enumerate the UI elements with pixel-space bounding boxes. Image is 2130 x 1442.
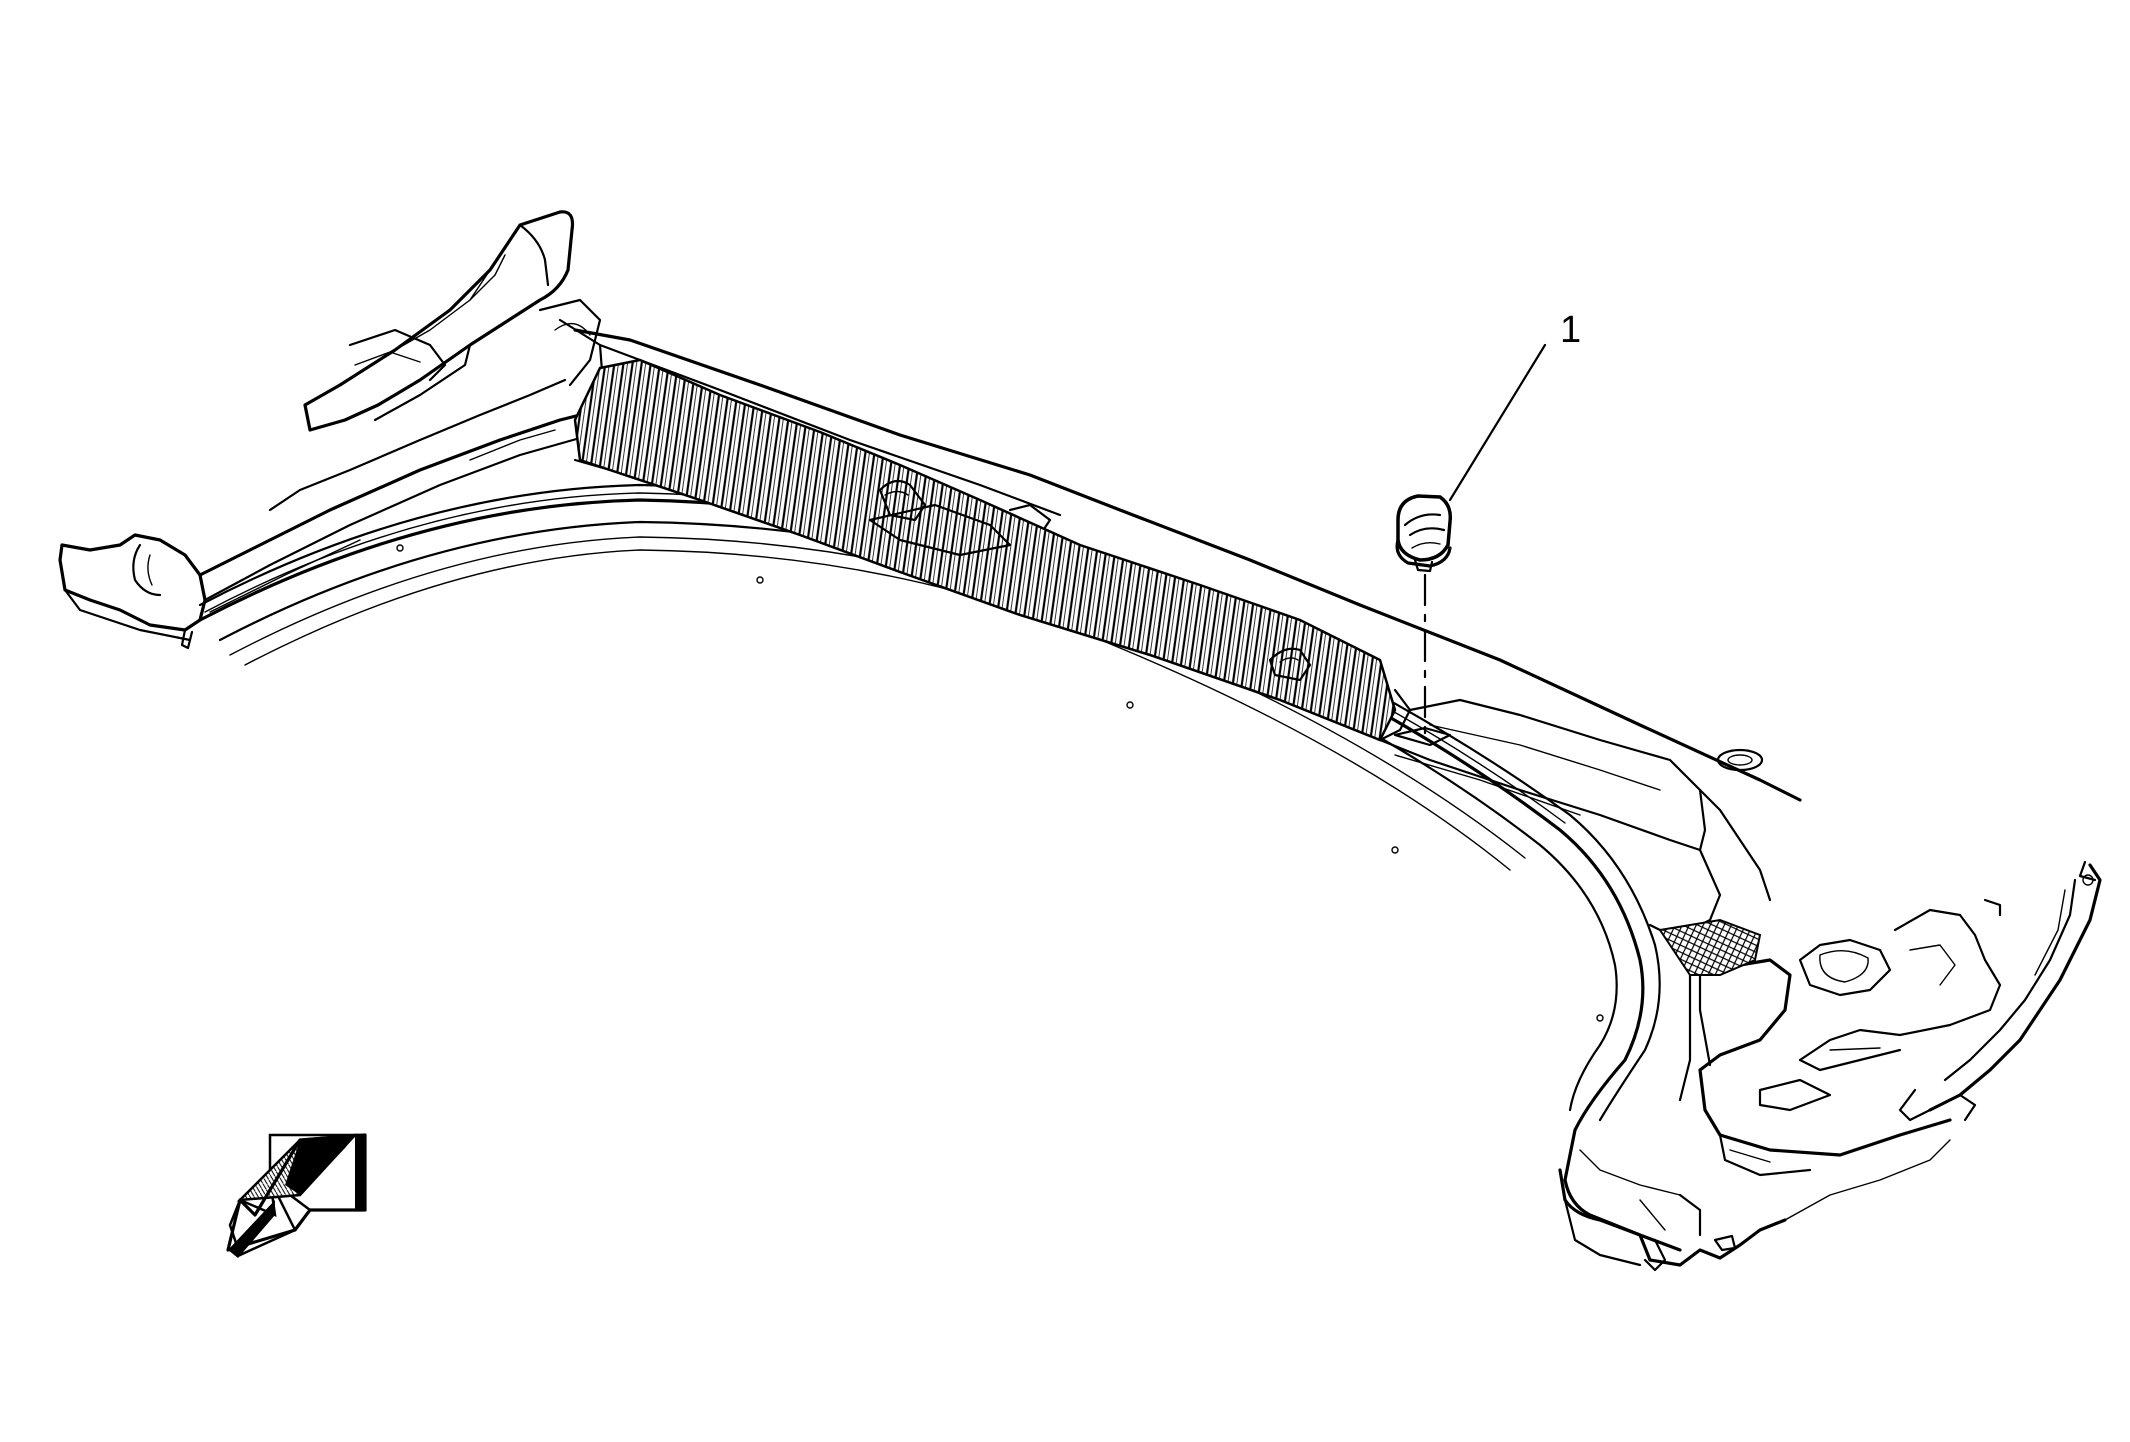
cowl-panel bbox=[58, 210, 2102, 1272]
left-corner-bracket bbox=[303, 210, 575, 432]
windshield-edge bbox=[198, 483, 1682, 1252]
install-line bbox=[1393, 573, 1452, 747]
left-end-tab bbox=[58, 533, 207, 650]
right-hole bbox=[1716, 748, 1764, 772]
front-direction-arrow-icon bbox=[226, 1133, 367, 1258]
right-lower-corner bbox=[1558, 1133, 1951, 1272]
cowl-grille bbox=[573, 358, 1397, 742]
left-rim bbox=[198, 298, 607, 613]
callout-1: 1 bbox=[1448, 309, 1581, 502]
right-side-flap bbox=[1898, 860, 2102, 1122]
cowl-body bbox=[1378, 688, 1772, 932]
callout-label: 1 bbox=[1560, 309, 1581, 351]
retainer-clip-icon bbox=[1395, 494, 1453, 573]
rear-edge bbox=[573, 328, 1802, 802]
right-tray bbox=[1648, 908, 2002, 1157]
